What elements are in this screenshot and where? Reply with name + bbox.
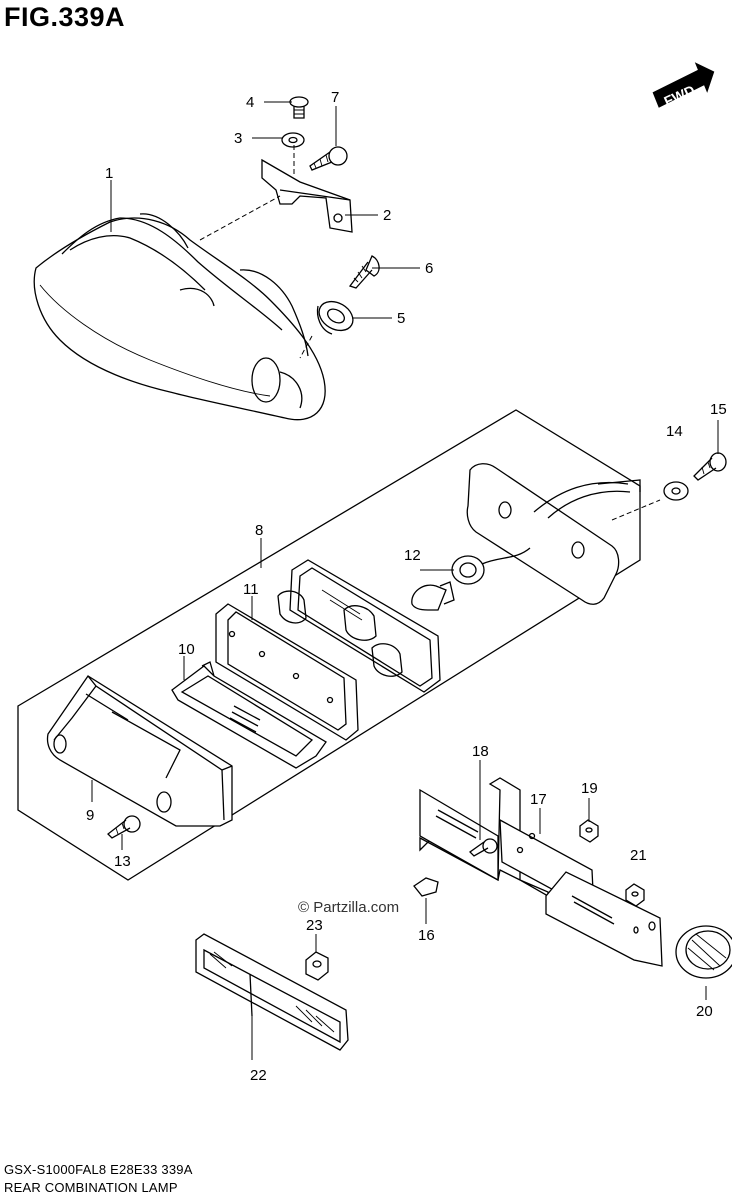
part-16-clamp [413, 877, 439, 897]
part-17-bracket [419, 777, 663, 967]
callout-19: 19 [581, 780, 598, 797]
callout-4: 4 [246, 94, 254, 111]
part-5-grommet [316, 300, 354, 335]
callout-5: 5 [397, 310, 405, 327]
part-3-washer [281, 132, 305, 148]
callout-9: 9 [86, 807, 94, 824]
assembly-line [299, 335, 313, 359]
callout-7: 7 [331, 89, 339, 106]
callout-8: 8 [255, 522, 263, 539]
part-11-gasket [215, 603, 359, 741]
callout-17: 17 [530, 791, 547, 808]
callout-2: 2 [383, 207, 391, 224]
lamp-mount-plate [466, 463, 641, 605]
part-19-nut [579, 819, 599, 843]
callout-3: 3 [234, 130, 242, 147]
part-15-screw [693, 452, 727, 481]
part-7-tapping-screw [309, 146, 348, 171]
part-20-round-reflector [675, 925, 732, 979]
callout-13: 13 [114, 853, 131, 870]
part-4-screw [289, 96, 309, 119]
callout-22: 22 [250, 1067, 267, 1084]
watermark: © Partzilla.com [298, 899, 399, 916]
model-code: GSX-S1000FAL8 E28E33 339A [4, 1162, 193, 1177]
part-13-screw [107, 815, 141, 839]
part-8-assembly-frame [17, 409, 641, 881]
callout-20: 20 [696, 1003, 713, 1020]
callout-21: 21 [630, 847, 647, 864]
callout-18: 18 [472, 743, 489, 760]
callout-10: 10 [178, 641, 195, 658]
part-9-lens [46, 675, 233, 827]
callout-11: 11 [243, 581, 259, 598]
assembly-line [199, 195, 281, 241]
part-18-screw [468, 838, 498, 857]
callout-12: 12 [404, 547, 421, 564]
part-2-bracket [261, 158, 353, 233]
callout-6: 6 [425, 260, 433, 277]
part-12-bulb-socket [411, 547, 531, 611]
part-23-nut [305, 951, 329, 981]
callout-1: 1 [105, 165, 113, 182]
leader-lines [91, 101, 719, 1060]
fwd-arrow-icon: FWD [652, 62, 715, 109]
part-21-nut [625, 883, 645, 907]
callout-15: 15 [710, 401, 727, 418]
lamp-base-reflector [277, 559, 441, 693]
part-10-seal [171, 661, 327, 769]
part-6-screw [348, 255, 380, 289]
part-14-washer [663, 481, 689, 501]
callout-14: 14 [666, 423, 683, 440]
assembly-line [611, 499, 661, 521]
diagram-name: REAR COMBINATION LAMP [4, 1180, 178, 1195]
figure-title: FIG.339A [4, 2, 126, 32]
callout-23: 23 [306, 917, 323, 934]
part-22-reflector [195, 933, 349, 1051]
part-1-lamp-housing [33, 213, 326, 421]
callout-16: 16 [418, 927, 435, 944]
